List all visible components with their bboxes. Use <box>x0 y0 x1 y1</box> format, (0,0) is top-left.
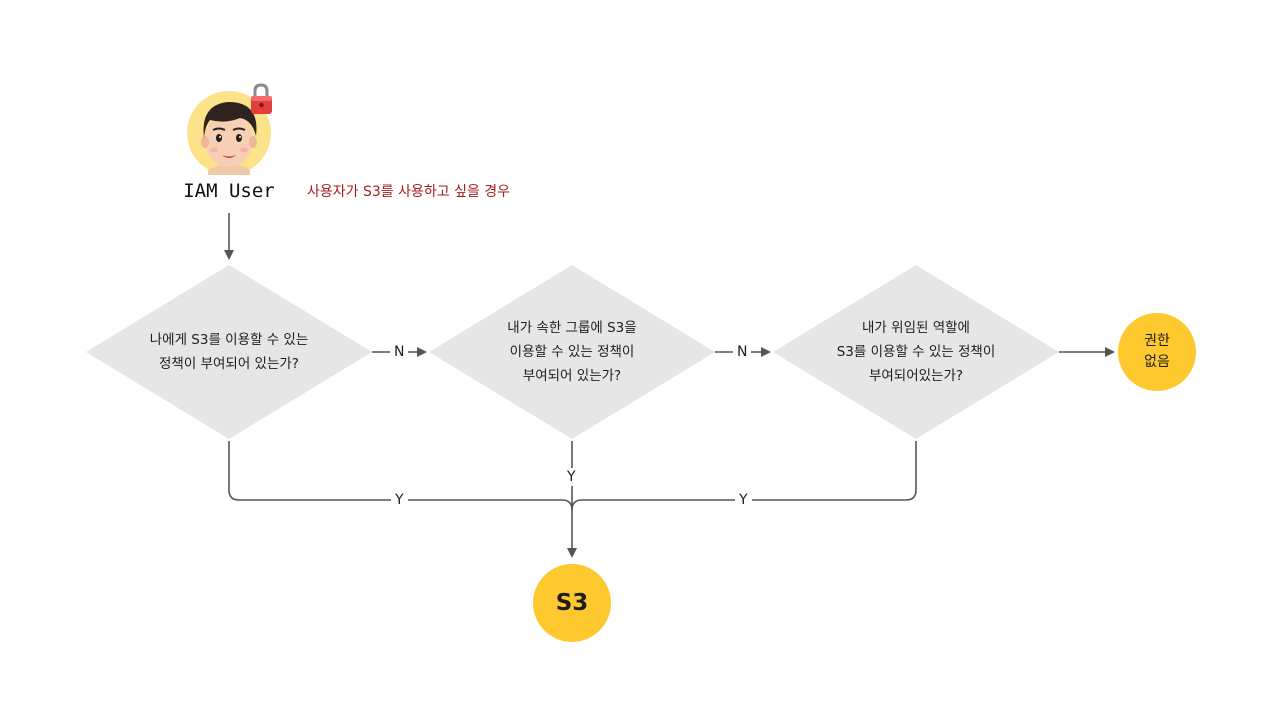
edge-label-yes-2: Y <box>563 468 580 486</box>
person-face-avatar <box>201 102 257 175</box>
decision-3-line: 내가 위임된 역할에 <box>862 320 970 336</box>
decision-3-line: 부여되어있는가? <box>868 368 964 384</box>
locked-padlock-icon <box>251 83 272 114</box>
decision-2-line: 내가 속한 그룹에 S3을 <box>507 320 637 336</box>
edge-decision-1-to-s3 <box>228 441 573 511</box>
actor-label: IAM User <box>183 180 275 202</box>
edge-label-yes-1: Y <box>391 491 408 509</box>
decision-1-text: 나에게 S3를 이용할 수 있는 정책이 부여되어 있는가? <box>120 316 338 388</box>
outcome-s3-label: S3 <box>555 590 589 616</box>
decision-2-text: 내가 속한 그룹에 S3을 이용할 수 있는 정책이 부여되어 있는가? <box>463 304 681 400</box>
outcome-no-permission-line: 권한 <box>1144 333 1170 349</box>
outcome-no-permission: 권한 없음 <box>1118 313 1196 391</box>
decision-diamond-2 <box>429 265 715 439</box>
decision-1-line: 나에게 S3를 이용할 수 있는 <box>149 332 309 348</box>
user-avatar <box>187 83 272 175</box>
decision-3-text: 내가 위임된 역할에 S3를 이용할 수 있는 정책이 부여되어있는가? <box>807 304 1025 400</box>
decision-diamond-3 <box>773 265 1059 439</box>
outcome-no-permission-line: 없음 <box>1144 354 1170 370</box>
outcome-s3: S3 <box>533 564 611 642</box>
edge-decision-3-to-s3 <box>571 441 917 511</box>
edge-label-no-2: N <box>733 343 752 361</box>
decision-1-line: 정책이 부여되어 있는가? <box>159 356 299 372</box>
edge-label-yes-3: Y <box>735 491 752 509</box>
decision-3-line: S3를 이용할 수 있는 정책이 <box>836 344 996 360</box>
edge-label-no-1: N <box>390 343 409 361</box>
decision-2-line: 이용할 수 있는 정책이 <box>509 344 635 360</box>
decision-diamond-1 <box>86 265 372 439</box>
decision-2-line: 부여되어 있는가? <box>522 368 622 384</box>
scenario-annotation: 사용자가 S3를 사용하고 싶을 경우 <box>307 184 511 200</box>
